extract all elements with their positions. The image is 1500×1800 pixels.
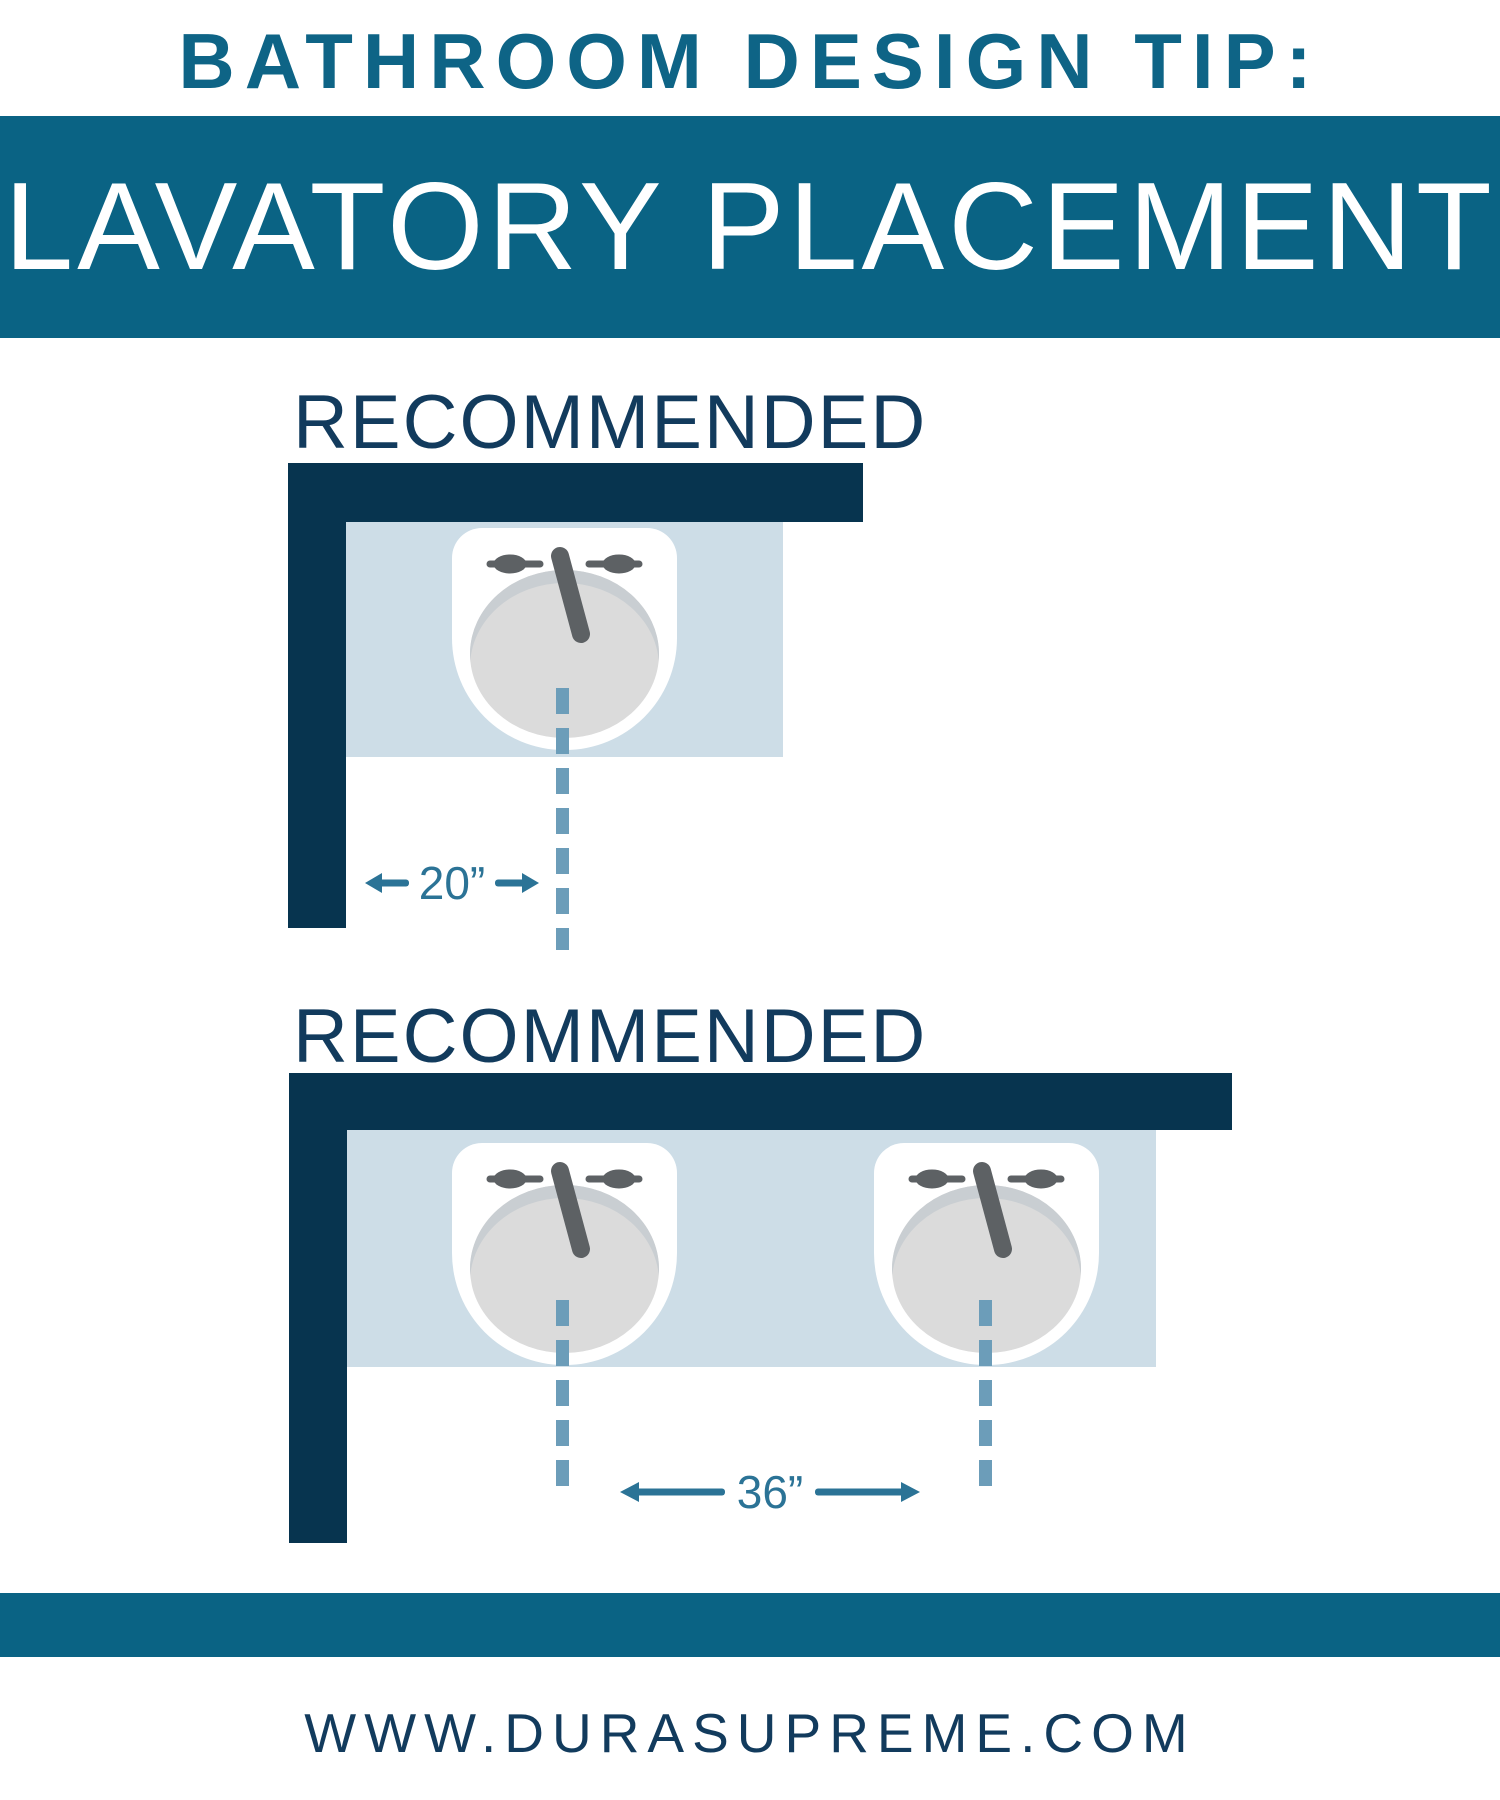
section-heading: RECOMMENDED	[293, 994, 928, 1079]
wall-top	[288, 463, 863, 522]
website-url: WWW.DURASUPREME.COM	[304, 1702, 1196, 1764]
wall-left	[288, 463, 346, 928]
faucet-icon	[486, 1162, 643, 1258]
faucet-icon	[908, 1162, 1065, 1258]
right-arrow-icon	[815, 1482, 921, 1502]
dotted-centerline	[556, 1300, 569, 1498]
page-title: LAVATORY PLACEMENT	[4, 158, 1496, 296]
sink	[452, 528, 677, 750]
measurement-label: 36”	[736, 1466, 804, 1518]
measurement-label: 20”	[418, 857, 486, 909]
right-arrow-icon	[495, 873, 540, 893]
measurement: 20”	[362, 858, 542, 908]
page-kicker: BATHROOM DESIGN TIP:	[178, 17, 1322, 105]
left-arrow-icon	[364, 873, 409, 893]
left-arrow-icon	[619, 1482, 725, 1502]
wall-left	[289, 1073, 347, 1543]
wall-top	[289, 1073, 1232, 1130]
dotted-centerline	[979, 1300, 992, 1498]
dotted-centerline	[556, 688, 569, 950]
footer-bar	[0, 1593, 1500, 1657]
faucet-icon	[486, 547, 643, 643]
title-banner: LAVATORY PLACEMENT	[0, 116, 1500, 338]
section-heading: RECOMMENDED	[293, 380, 928, 465]
measurement: 36”	[616, 1466, 924, 1518]
